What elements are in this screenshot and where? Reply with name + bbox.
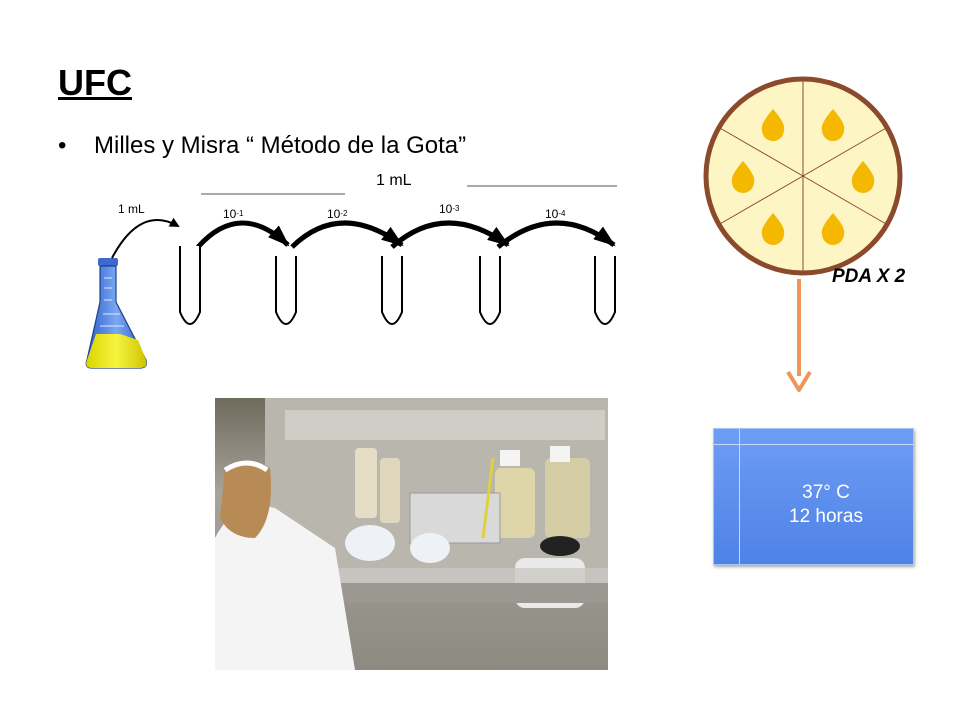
petri-plate — [703, 76, 903, 276]
bullet-item: • Milles y Misra “ Método de la Gota” — [58, 132, 466, 160]
drop-icon — [761, 212, 785, 245]
drop-icon — [731, 161, 755, 193]
transfer-arrow-4 — [496, 220, 616, 249]
drop-icon — [821, 212, 845, 245]
transfer-arrow-3 — [390, 220, 510, 249]
test-tube-3 — [381, 256, 403, 325]
lab-photo — [215, 398, 608, 670]
transfer-arrow-2 — [290, 220, 404, 249]
table-line — [739, 429, 740, 564]
flask-icon — [85, 258, 147, 369]
lab-photo-illustration — [215, 398, 608, 670]
plate-label: PDA X 2 — [832, 266, 906, 287]
plate-sector-line — [802, 128, 886, 177]
drop-icon — [851, 161, 875, 193]
transfer-volume-label: 1 mL — [376, 172, 412, 189]
drop-icon — [821, 109, 845, 142]
plate-sector-line — [802, 175, 886, 224]
transfer-arrow-flask — [111, 217, 180, 259]
incubation-box: 37° C 12 horas — [713, 428, 914, 565]
bullet-text: Milles y Misra “ Método de la Gota” — [94, 132, 467, 159]
test-tube-2 — [275, 256, 297, 325]
incubation-temperature: 37° C — [802, 482, 850, 503]
dilution-label-4: 10-4 — [545, 207, 566, 221]
table-line — [714, 444, 913, 445]
test-tube-5 — [594, 256, 616, 325]
plate-sector-line — [720, 128, 804, 177]
test-tube-1 — [179, 246, 201, 325]
bullet-dot-icon: • — [58, 132, 67, 159]
down-arrow-icon — [786, 279, 812, 392]
dilution-label-1: 10-1 — [223, 207, 244, 221]
incubation-text: 37° C 12 horas — [739, 481, 913, 529]
slide-title: UFC — [58, 62, 132, 103]
incubation-time: 12 horas — [789, 506, 863, 527]
transfer-arrow-1 — [196, 220, 290, 249]
plate-sector-line — [720, 175, 804, 224]
dilution-label-3: 10-3 — [439, 202, 460, 216]
test-tube-4 — [479, 256, 501, 325]
flask-transfer-label: 1 mL — [118, 202, 145, 216]
dilution-label-2: 10-2 — [327, 207, 348, 221]
drop-icon — [761, 109, 785, 142]
